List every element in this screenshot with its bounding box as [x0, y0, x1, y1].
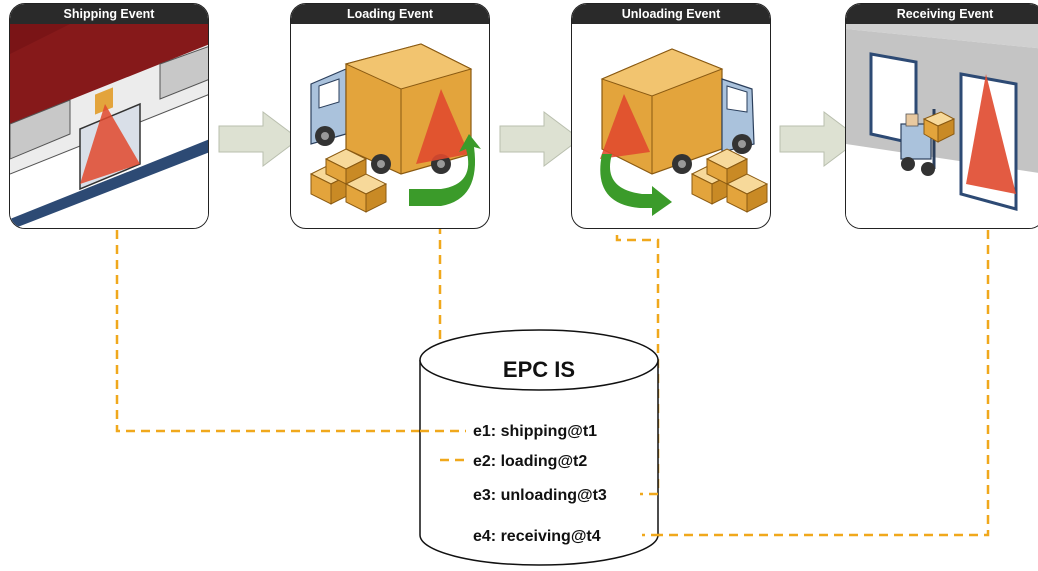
reader-field-icon	[600, 94, 650, 159]
record-e1: e1: shipping@t1	[473, 423, 597, 440]
shipping-event-title: Shipping Event	[10, 4, 208, 24]
reader-field-icon	[966, 74, 1016, 194]
unloading-event-panel: Unloading Event	[571, 3, 771, 229]
cargo-boxes-icon	[309, 148, 388, 213]
reader-field-icon	[80, 104, 140, 184]
forklift-icon	[900, 109, 956, 176]
reader-field-icon	[416, 89, 469, 164]
warehouse-receiving-illustration	[846, 24, 1038, 228]
record-e2: e2: loading@t2	[473, 453, 587, 470]
truck-loading-illustration	[309, 43, 481, 213]
connector-shipping	[115, 170, 460, 433]
loading-event-panel: Loading Event	[290, 3, 490, 229]
record-e3: e3: unloading@t3	[473, 487, 607, 504]
receiving-event-title: Receiving Event	[846, 4, 1038, 24]
green-arrow-icon	[600, 154, 672, 216]
truck-unloading-illustration	[600, 48, 769, 216]
loading-event-title: Loading Event	[291, 4, 489, 24]
flow-arrow-2	[499, 111, 581, 167]
epcis-database: EPC IS e1: shipping@t1 e2: loading@t2 e3…	[419, 329, 659, 566]
green-arrow-icon	[409, 134, 481, 206]
database-title: EPC IS	[503, 357, 575, 382]
flow-arrow-1	[218, 111, 300, 167]
flow-arrow-3	[779, 111, 861, 167]
record-e4: e4: receiving@t4	[473, 528, 601, 545]
warehouse-dock-illustration	[10, 24, 208, 228]
receiving-event-panel: Receiving Event	[845, 3, 1038, 229]
connector-receiving	[636, 185, 990, 537]
unloading-event-title: Unloading Event	[572, 4, 770, 24]
shipping-event-panel: Shipping Event	[9, 3, 209, 229]
cargo-boxes-icon	[690, 148, 769, 213]
